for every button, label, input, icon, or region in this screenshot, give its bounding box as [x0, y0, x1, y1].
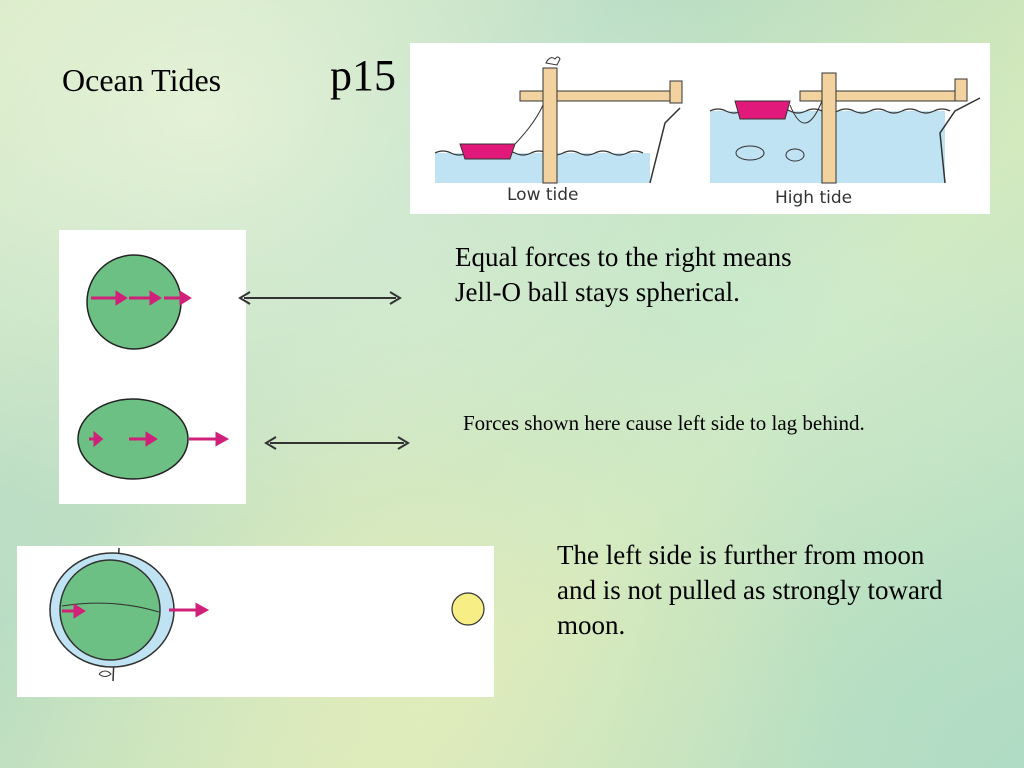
- moon: [451, 592, 485, 626]
- equal-forces-text: Equal forces to the right means Jell-O b…: [455, 242, 792, 308]
- tide-drawing: Low tide High tide: [434, 56, 981, 208]
- high-tide-label: High tide: [775, 188, 852, 208]
- jello-ball-panel: [59, 230, 246, 504]
- double-arrow-icon: [264, 436, 410, 450]
- earth-moon-panel: [17, 546, 494, 697]
- spherical-ball: [86, 254, 182, 350]
- double-arrow-icon: [238, 291, 402, 305]
- lag-behind-text: Forces shown here cause left side to lag…: [463, 411, 865, 435]
- moon-explanation-text: The left side is further from moon and i…: [557, 540, 943, 641]
- tide-illustration: Low tide High tide: [410, 43, 990, 214]
- jello-ball-drawing: [77, 254, 230, 480]
- low-tide-scene: [434, 56, 683, 184]
- low-tide-label: Low tide: [507, 185, 579, 205]
- earth: [59, 559, 161, 661]
- high-tide-scene: [709, 72, 981, 184]
- page-reference: p15: [330, 51, 396, 100]
- earth-moon-drawing: [49, 547, 485, 682]
- slide-title: Ocean Tides: [62, 62, 222, 98]
